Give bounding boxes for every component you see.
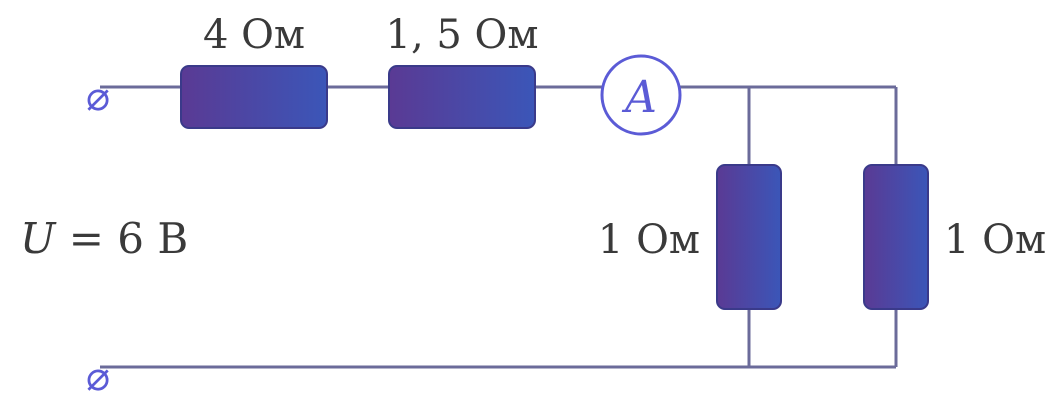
resistor-series-2-label: 1, 5 Ом xyxy=(386,12,539,58)
resistor-series-2 xyxy=(388,65,536,129)
resistor-series-1 xyxy=(180,65,328,129)
wires xyxy=(100,85,898,369)
ammeter: A xyxy=(600,54,682,136)
resistor-parallel-2-label: 1 Ом xyxy=(944,217,1046,263)
terminal-bottom-icon: ⌀ xyxy=(86,354,110,400)
ammeter-circle xyxy=(600,54,682,136)
voltage-symbol: U xyxy=(20,214,57,263)
resistor-parallel-1-label: 1 Ом xyxy=(598,217,700,263)
voltage-value: = 6 В xyxy=(55,214,188,263)
resistor-parallel-1 xyxy=(716,164,782,310)
resistor-parallel-2 xyxy=(863,164,929,310)
terminal-top-icon: ⌀ xyxy=(86,74,110,120)
resistor-series-1-label: 4 Ом xyxy=(203,12,305,58)
voltage-label: U = 6 В xyxy=(20,214,188,263)
ammeter-symbol: A xyxy=(621,72,657,123)
